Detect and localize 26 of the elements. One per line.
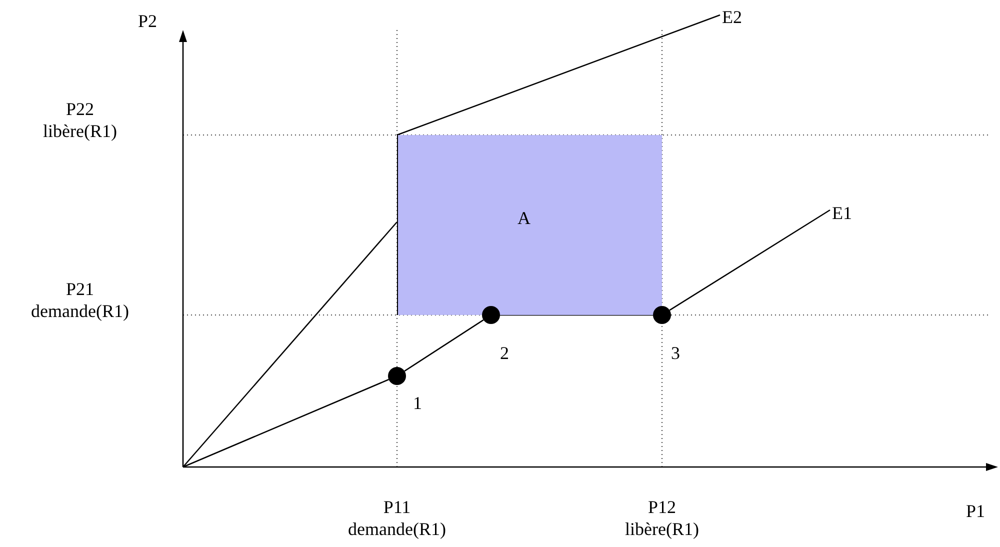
trajectory-line bbox=[182, 378, 389, 468]
trajectory-label: E1 bbox=[832, 200, 866, 226]
axis-label: P12 bbox=[646, 496, 677, 518]
trajectory-label: E2 bbox=[722, 4, 756, 30]
axis-label: P22 bbox=[64, 98, 95, 120]
axis-label: libère(R1) bbox=[624, 518, 700, 540]
region-label: A bbox=[518, 206, 530, 230]
trajectory-line bbox=[500, 314, 653, 316]
point-marker bbox=[388, 367, 406, 385]
point-marker bbox=[653, 306, 671, 324]
axis-label: demande(R1) bbox=[30, 300, 130, 322]
point-label: 1 bbox=[413, 392, 422, 415]
trajectory-line bbox=[404, 319, 484, 372]
point-label: 3 bbox=[671, 342, 680, 365]
trajectory-line bbox=[396, 14, 720, 136]
point-marker bbox=[482, 306, 500, 324]
point-label: 2 bbox=[500, 342, 509, 365]
trajectory-line bbox=[182, 222, 398, 468]
trajectory-line bbox=[669, 209, 830, 311]
axis-label: P21 bbox=[64, 278, 95, 300]
axis-label: libère(R1) bbox=[42, 120, 118, 142]
axis-label: P1 bbox=[966, 500, 986, 522]
axis-label: P11 bbox=[382, 496, 412, 518]
axis-label: P2 bbox=[138, 10, 158, 32]
axis-label: demande(R1) bbox=[347, 518, 447, 540]
region-rectangle bbox=[397, 135, 662, 315]
